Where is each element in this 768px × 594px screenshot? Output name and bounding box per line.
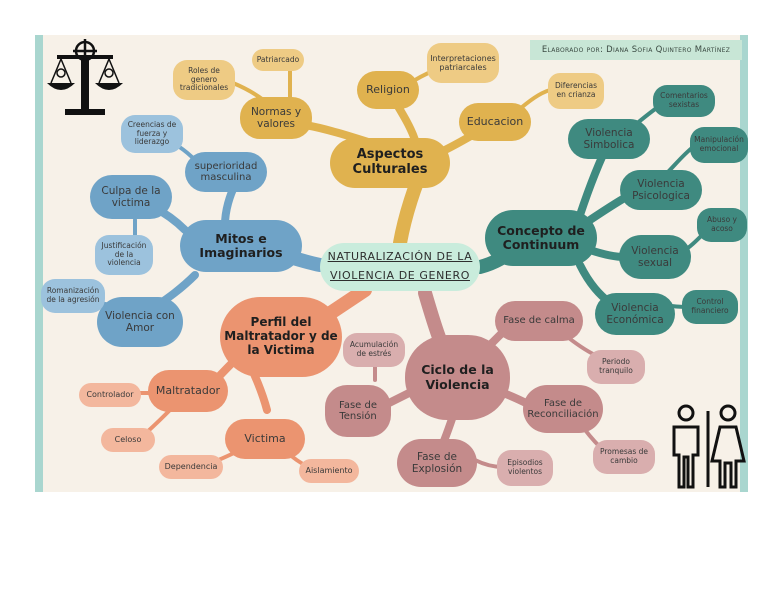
node-aspectos-culturales: Aspectos Culturales [330, 138, 450, 188]
scales-of-justice-icon [43, 37, 127, 121]
node-fase-reconciliacion: Fase de Reconciliación [523, 385, 603, 433]
node-mitos-imaginarios: Mitos e Imaginarios [180, 220, 302, 272]
node-comentarios-sexistas: Comentarios sexistas [653, 85, 715, 117]
central-topic: NATURALIZACIÓN DE LA VIOLENCIA DE GENERO [320, 243, 480, 291]
node-roles-genero: Roles de genero tradicionales [173, 60, 235, 100]
node-control-financiero: Control financiero [682, 290, 738, 324]
node-patriarcado: Patriarcado [252, 49, 304, 71]
node-ciclo: Ciclo de la Violencia [405, 335, 510, 420]
node-interpretaciones: Interpretaciones patriarcales [427, 43, 499, 83]
node-violencia-amor: Violencia con Amor [97, 297, 183, 347]
node-romanizacion: Romanización de la agresión [41, 279, 105, 313]
central-topic-line2: VIOLENCIA DE GENERO [330, 269, 470, 282]
node-maltratador: Maltratador [148, 370, 228, 412]
node-perfil: Perfil del Maltratador y de la Victima [220, 297, 342, 377]
node-victima: Victima [225, 419, 305, 459]
node-educacion: Educacion [459, 103, 531, 141]
node-violencia-psicologica: Violencia Psicologica [620, 170, 702, 210]
node-culpa-victima: Culpa de la victima [90, 175, 172, 219]
node-fase-explosion: Fase de Explosión [397, 439, 477, 487]
node-episodios: Episodios violentos [497, 450, 553, 486]
node-justificacion: Justificación de la violencia [95, 235, 153, 275]
node-violencia-economica: Violencia Económica [595, 293, 675, 335]
left-border-stripe [35, 35, 43, 492]
author-credit: Elaborado por: Diana Sofia Quintero Mart… [530, 40, 742, 60]
node-superioridad: superioridad masculina [185, 152, 267, 192]
node-violencia-sexual: Violencia sexual [619, 235, 691, 279]
node-manipulacion: Manipulación emocional [690, 127, 748, 163]
node-normas-valores: Normas y valores [240, 97, 312, 139]
node-acumulacion: Acumulación de estrés [343, 333, 405, 367]
node-aislamiento: Aislamiento [299, 459, 359, 483]
node-diferencias-crianza: Diferencias en crianza [548, 73, 604, 109]
node-celoso: Celoso [101, 428, 155, 452]
node-fase-calma: Fase de calma [495, 301, 583, 341]
right-border-stripe [740, 35, 748, 492]
restroom-people-icon [668, 403, 748, 491]
node-concepto-continuum: Concepto de Continuum [485, 210, 597, 266]
central-topic-line1: NATURALIZACIÓN DE LA [327, 250, 473, 264]
node-dependencia: Dependencia [159, 455, 223, 479]
node-periodo-tranquilo: Periodo tranquilo [587, 350, 645, 384]
node-promesas: Promesas de cambio [593, 440, 655, 474]
node-abuso-acoso: Abuso y acoso [697, 208, 747, 242]
node-fase-tension: Fase de Tensión [325, 385, 391, 437]
node-creencias-fuerza: Creencias de fuerza y liderazgo [121, 115, 183, 153]
node-religion: Religion [357, 71, 419, 109]
node-controlador: Controlador [79, 383, 141, 407]
node-violencia-simbolica: Violencia Simbolica [568, 119, 650, 159]
mind-map-canvas: Elaborado por: Diana Sofia Quintero Mart… [35, 35, 748, 492]
